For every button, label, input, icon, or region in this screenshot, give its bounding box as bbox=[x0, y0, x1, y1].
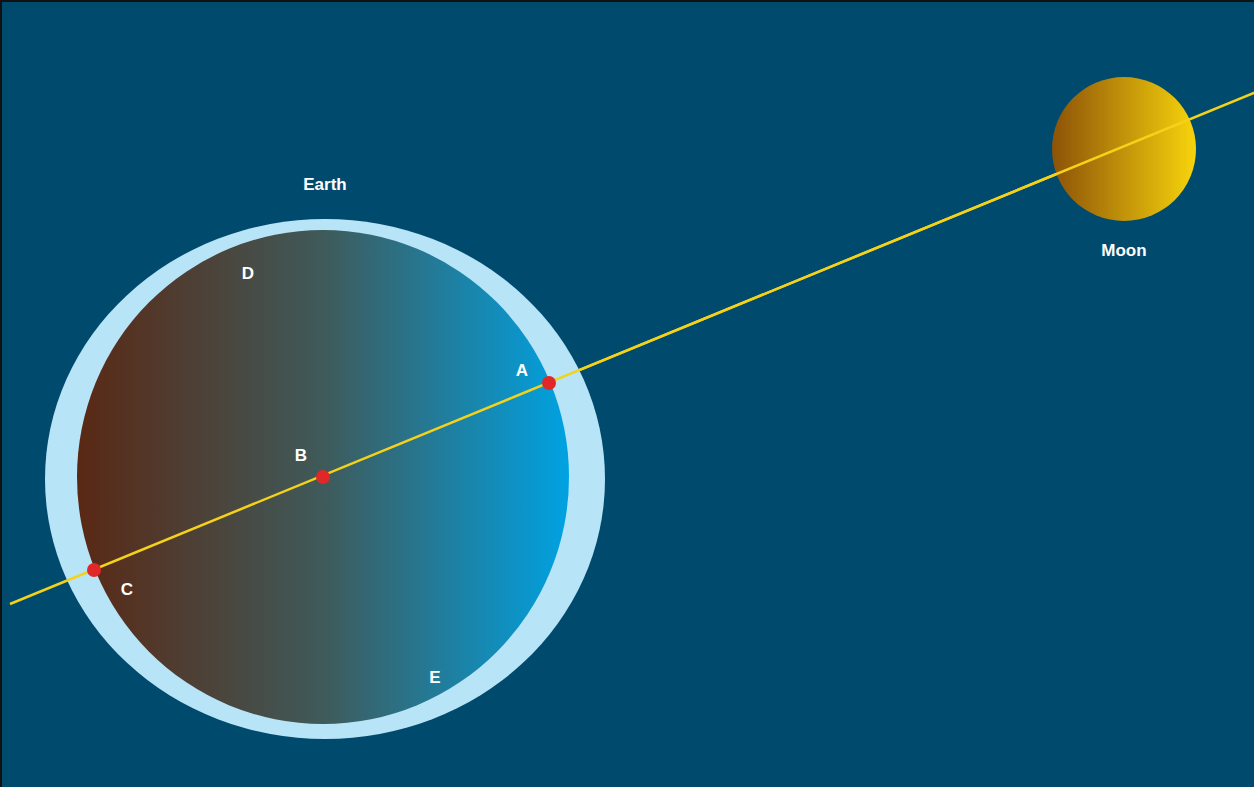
point-label: E bbox=[429, 668, 440, 688]
point-dot bbox=[87, 563, 101, 577]
moon-shape bbox=[1052, 77, 1196, 221]
sight-line-connector bbox=[579, 174, 1056, 370]
point-label: A bbox=[516, 361, 528, 381]
body-name: Earth bbox=[303, 175, 346, 195]
moon-body bbox=[1052, 77, 1196, 221]
point-dot bbox=[316, 470, 330, 484]
point-label: D bbox=[242, 264, 254, 284]
earth-body bbox=[77, 230, 569, 724]
body-name: Moon bbox=[1101, 241, 1146, 261]
atmosphere-ring bbox=[45, 219, 605, 739]
point-dot bbox=[542, 376, 556, 390]
point-label: B bbox=[295, 446, 307, 466]
moon-circle: Moon bbox=[1052, 77, 1196, 221]
point-label: C bbox=[121, 580, 133, 600]
earth-shape bbox=[45, 219, 605, 739]
earth-circle: Earth bbox=[45, 219, 605, 739]
